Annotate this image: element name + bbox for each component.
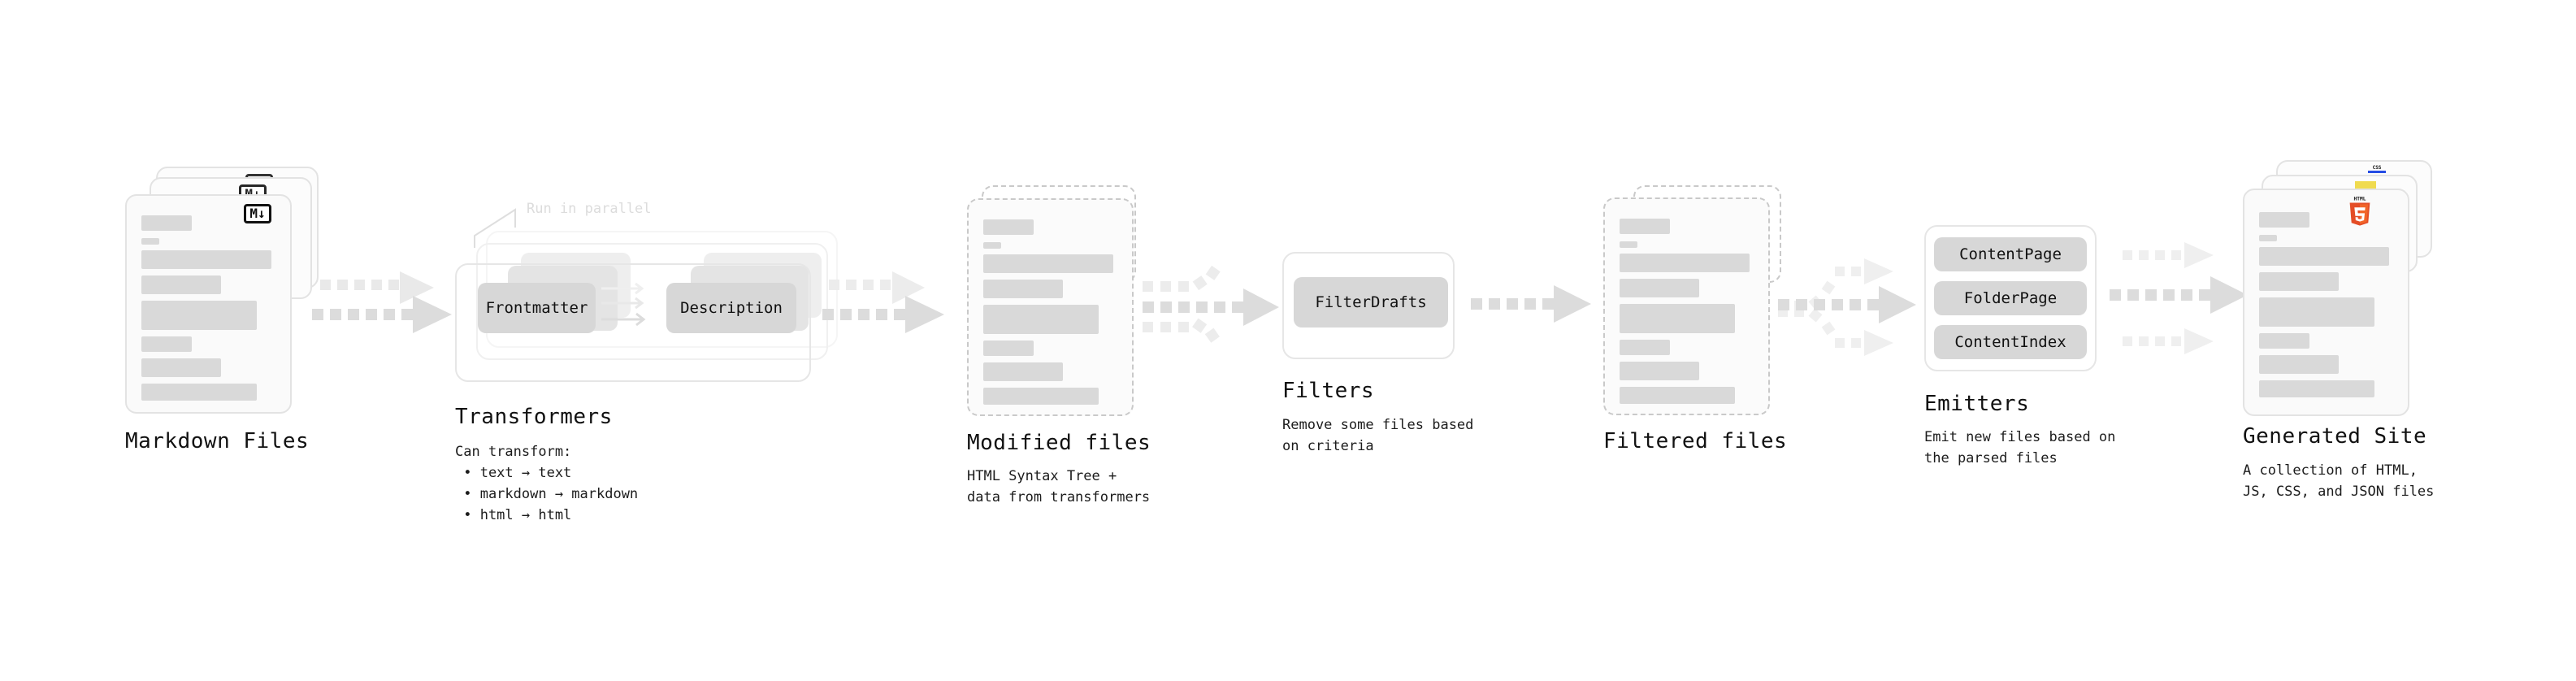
stage-heading-filters: Filters	[1282, 379, 1375, 403]
skeleton-line	[1620, 387, 1735, 404]
stage-sub-emitters: Emit new files based on the parsed files	[1924, 429, 2116, 466]
arrow-transformers-to-modified	[822, 271, 944, 333]
markdown-icon-front: M↓	[244, 204, 271, 223]
transformer-inner-arrows	[601, 282, 646, 327]
stage-heading-filtered-files: Filtered files	[1603, 429, 1788, 453]
stage-heading-modified-files: Modified files	[967, 431, 1151, 455]
markdown-file-card-front	[125, 194, 292, 414]
skeleton-line	[141, 275, 221, 294]
arrow-filters-to-filtered	[1471, 285, 1591, 323]
skeleton-line	[983, 362, 1063, 381]
skeleton-line	[1620, 279, 1699, 297]
arrow-modified-to-filters-merge	[1143, 265, 1279, 343]
transformers-panel-mid	[476, 243, 828, 360]
skeleton-line	[983, 280, 1063, 298]
skeleton-line	[2259, 380, 2374, 397]
arrow-emitters-to-site	[2110, 242, 2248, 354]
skeleton-line	[141, 250, 271, 269]
skeleton-small-bar	[1620, 241, 1637, 248]
skeleton-line	[1620, 254, 1750, 272]
skeleton-small-bar	[983, 242, 1001, 249]
run-in-parallel-leader	[474, 208, 516, 248]
emitter-chip-contentpage[interactable]: ContentPage	[1934, 237, 2087, 271]
site-file-card-html	[2243, 189, 2409, 416]
arrow-filtered-to-emitters-fanout	[1778, 258, 1916, 356]
skeleton-title-bar	[141, 215, 192, 231]
skeleton-line	[983, 305, 1099, 334]
html5-icon: HTML	[2349, 197, 2370, 226]
skeleton-small-bar	[141, 238, 159, 245]
stage-sub-transformers: Can transform: • text → text • markdown …	[455, 444, 639, 523]
modified-file-card-front	[967, 198, 1134, 416]
skeleton-line	[2259, 333, 2309, 349]
skeleton-line	[1620, 362, 1699, 380]
transformers-panel-front	[455, 263, 811, 382]
skeleton-line	[2259, 272, 2339, 291]
skeleton-line	[141, 336, 192, 352]
skeleton-title-bar	[2259, 212, 2309, 228]
skeleton-line	[1620, 304, 1735, 333]
svg-text:HTML: HTML	[2354, 197, 2366, 202]
skeleton-line	[2259, 355, 2339, 374]
skeleton-line	[141, 358, 221, 377]
stage-sub-filters: Remove some files based on criteria	[1282, 417, 1474, 454]
skeleton-line	[983, 340, 1034, 356]
stage-heading-transformers: Transformers	[455, 405, 613, 429]
skeleton-line	[141, 301, 257, 330]
stage-sub-modified-files: HTML Syntax Tree + data from transformer…	[967, 468, 1151, 505]
run-in-parallel-label: Run in parallel	[527, 201, 652, 217]
stage-heading-emitters: Emitters	[1924, 392, 2030, 416]
skeleton-title-bar	[1620, 219, 1670, 234]
skeleton-title-bar	[983, 219, 1034, 235]
arrow-markdown-to-transformers	[312, 271, 452, 333]
filter-chip-filterdrafts[interactable]: FilterDrafts	[1294, 277, 1448, 327]
emitter-chip-folderpage[interactable]: FolderPage	[1934, 281, 2087, 315]
skeleton-line	[1620, 340, 1670, 355]
skeleton-line	[141, 384, 257, 401]
transformer-chip-description[interactable]: Description	[666, 283, 796, 333]
skeleton-line	[983, 254, 1113, 273]
stage-heading-generated-site: Generated Site	[2243, 424, 2427, 449]
skeleton-small-bar	[2259, 235, 2277, 241]
skeleton-line	[2259, 247, 2389, 266]
emitter-chip-contentindex[interactable]: ContentIndex	[1934, 325, 2087, 359]
skeleton-line	[983, 388, 1099, 405]
css-icon: CSS	[2368, 165, 2386, 175]
skeleton-line	[2259, 297, 2374, 327]
stage-heading-markdown-files: Markdown Files	[125, 429, 310, 453]
stage-sub-generated-site: A collection of HTML, JS, CSS, and JSON …	[2243, 462, 2435, 500]
filtered-file-card-front	[1603, 197, 1770, 415]
transformer-chip-frontmatter[interactable]: Frontmatter	[478, 283, 596, 333]
